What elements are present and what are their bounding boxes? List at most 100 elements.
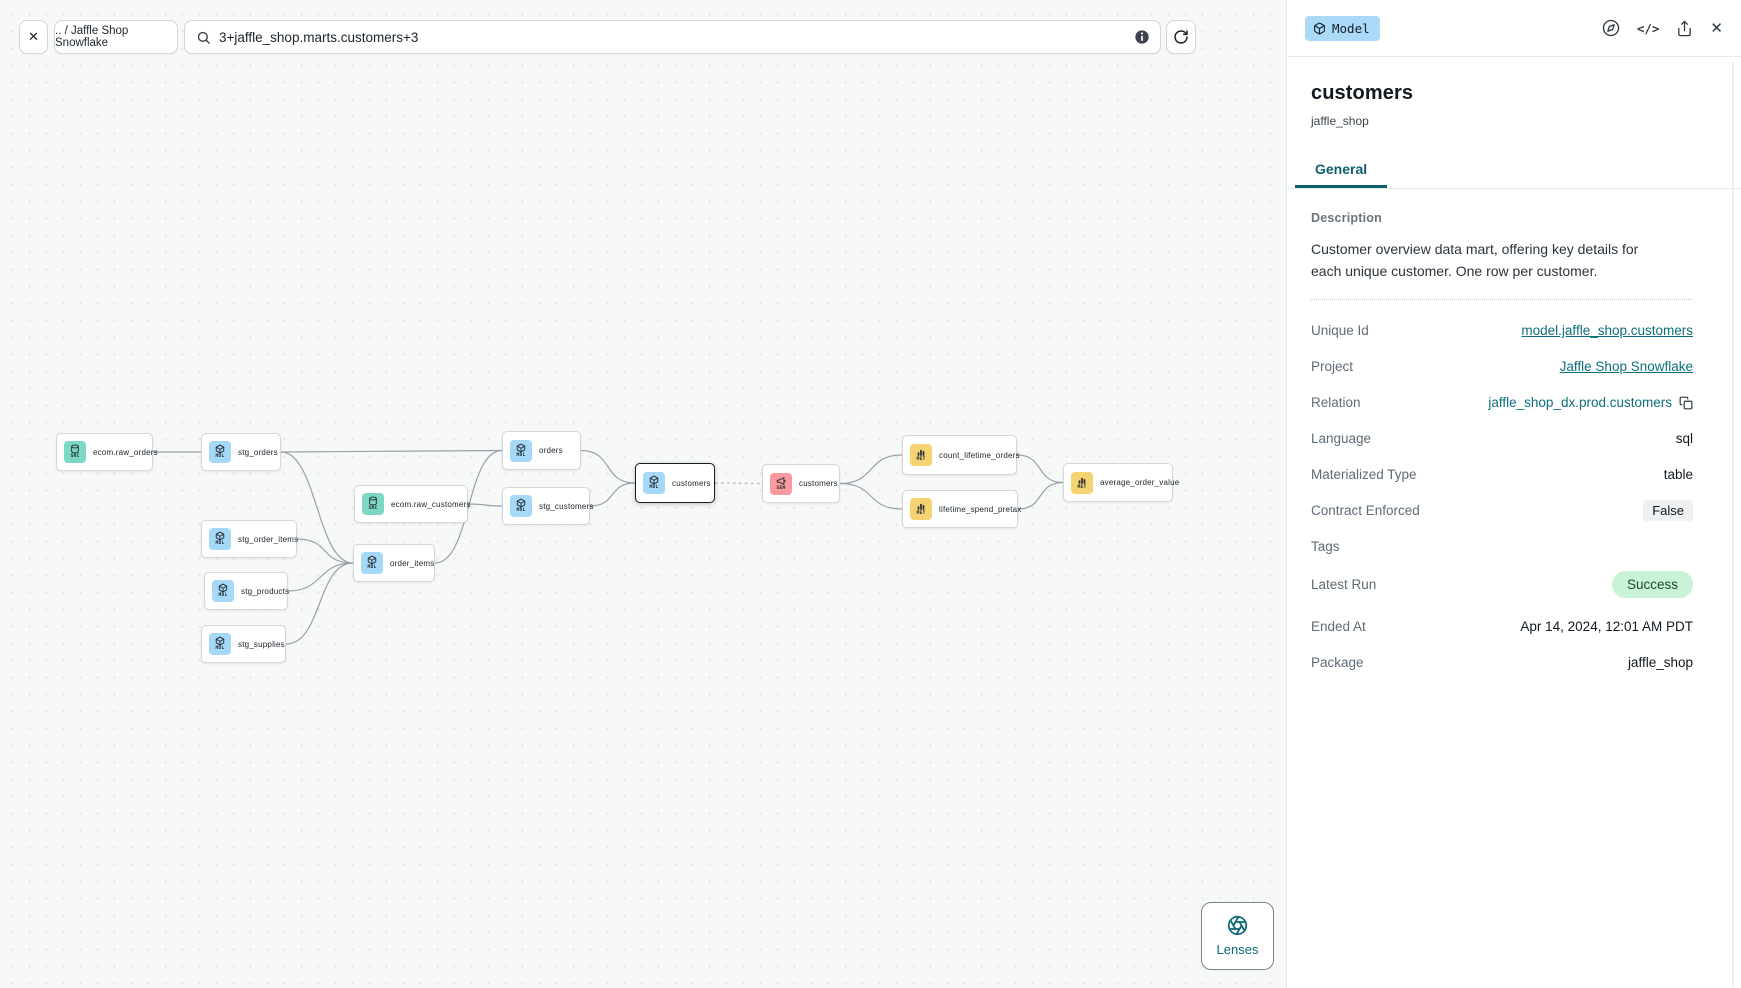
node-label: stg_orders: [238, 447, 278, 457]
detail-row-materialized: Materialized Type table: [1311, 463, 1693, 486]
node-label: customers: [672, 478, 711, 488]
database-icon: SRC: [362, 493, 384, 515]
node-label: stg_customers: [539, 501, 594, 511]
node-label: stg_order_items: [238, 534, 299, 544]
node-label: count_lifetime_orders: [939, 450, 1020, 460]
description-label: Description: [1311, 211, 1382, 225]
bar-chart-icon: MET: [910, 444, 932, 466]
node-label: stg_products: [241, 586, 290, 596]
model-subtitle: jaffle_shop: [1311, 114, 1369, 128]
unique-id-link[interactable]: model.jaffle_shop.customers: [1521, 323, 1693, 338]
package-value: jaffle_shop: [1627, 655, 1693, 670]
title-block: customers jaffle_shop: [1287, 57, 1741, 128]
panel-tabs: General: [1287, 152, 1741, 189]
project-link[interactable]: Jaffle Shop Snowflake: [1559, 359, 1693, 374]
explore-compass-icon[interactable]: [1602, 19, 1620, 37]
info-icon[interactable]: [1134, 29, 1150, 45]
latest-run-status-badge: Success: [1611, 571, 1693, 598]
graph-node-stg_order_items[interactable]: MDL stg_order_items: [201, 520, 299, 558]
lenses-aperture-icon: [1227, 915, 1248, 936]
detail-row-unique-id: Unique Id model.jaffle_shop.customers: [1311, 319, 1693, 342]
selector-search-input[interactable]: [219, 29, 1126, 45]
node-label: orders: [539, 446, 563, 455]
cube-icon: MDL: [510, 439, 532, 462]
breadcrumb[interactable]: .. / Jaffle Shop Snowflake: [54, 20, 178, 54]
megaphone-icon: SEM: [770, 472, 792, 495]
tab-general[interactable]: General: [1295, 152, 1388, 188]
detail-row-tags: Tags: [1311, 535, 1693, 558]
refresh-icon: [1174, 30, 1188, 44]
detail-row-latest-run: Latest Run Success: [1311, 571, 1693, 598]
graph-node-stg_supplies[interactable]: MDL stg_supplies: [201, 625, 286, 663]
graph-node-lifetime_spend_pretax[interactable]: MET lifetime_spend_pretax: [902, 490, 1022, 528]
resource-type-label: Model: [1332, 20, 1370, 36]
description-text: Customer overview data mart, offering ke…: [1311, 241, 1639, 279]
divider: [1311, 299, 1693, 300]
bar-chart-icon: MET: [910, 498, 932, 520]
detail-row-package: Package jaffle_shop: [1311, 651, 1693, 674]
view-code-icon[interactable]: </>: [1636, 20, 1660, 36]
detail-row-contract: Contract Enforced False: [1311, 499, 1693, 522]
refresh-button[interactable]: [1166, 20, 1196, 54]
detail-label: Unique Id: [1311, 323, 1369, 338]
graph-node-average_order_value[interactable]: MET average_order_value: [1063, 463, 1179, 502]
detail-row-relation: Relation jaffle_shop_dx.prod.customers: [1311, 391, 1693, 414]
contract-enforced-badge: False: [1643, 500, 1693, 521]
cube-icon: MDL: [209, 633, 231, 655]
close-lineage-button[interactable]: ✕: [19, 20, 48, 54]
node-label: ecom.raw_orders: [93, 447, 158, 457]
graph-node-ecom_raw_customers[interactable]: SRC ecom.raw_customers: [354, 485, 471, 523]
ended-at-value: Apr 14, 2024, 12:01 AM PDT: [1520, 619, 1693, 634]
detail-label: Latest Run: [1311, 577, 1377, 592]
graph-node-order_items[interactable]: MDL order_items: [353, 544, 435, 582]
node-label: average_order_value: [1100, 478, 1180, 487]
graph-node-orders[interactable]: MDL orders: [502, 431, 581, 470]
close-panel-icon[interactable]: ✕: [1710, 20, 1723, 37]
cube-icon: MDL: [209, 528, 231, 550]
graph-node-stg_orders[interactable]: MDL stg_orders: [201, 433, 281, 471]
cube-icon: MDL: [510, 495, 532, 517]
search-icon: [197, 31, 210, 44]
node-label: ecom.raw_customers: [391, 499, 471, 509]
cube-icon: MDL: [361, 552, 383, 574]
node-label: lifetime_spend_pretax: [939, 504, 1022, 514]
cube-icon: MDL: [209, 441, 231, 463]
relation-value: jaffle_shop_dx.prod.customers: [1488, 395, 1672, 410]
database-icon: SRC: [64, 441, 86, 463]
lineage-search-box: [184, 20, 1161, 54]
detail-label: Tags: [1311, 539, 1340, 554]
panel-actions: </> ✕: [1602, 19, 1723, 37]
lenses-button[interactable]: Lenses: [1201, 902, 1274, 970]
node-label: stg_supplies: [238, 639, 285, 649]
model-details-panel: Model </> ✕: [1287, 0, 1741, 988]
detail-row-project: Project Jaffle Shop Snowflake: [1311, 355, 1693, 378]
detail-label: Relation: [1311, 395, 1361, 410]
graph-node-ecom_raw_orders[interactable]: SRC ecom.raw_orders: [56, 433, 158, 471]
graph-node-stg_customers[interactable]: MDL stg_customers: [502, 487, 593, 525]
detail-row-ended-at: Ended At Apr 14, 2024, 12:01 AM PDT: [1311, 615, 1693, 638]
bar-chart-icon: MET: [1071, 471, 1093, 494]
share-icon[interactable]: [1676, 20, 1693, 37]
copy-icon[interactable]: [1679, 396, 1693, 410]
panel-body: Description Customer overview data mart,…: [1287, 189, 1741, 707]
panel-scrollbar[interactable]: [1732, 62, 1734, 986]
detail-label: Contract Enforced: [1311, 503, 1420, 518]
node-label: order_items: [390, 558, 435, 568]
graph-node-customers[interactable]: MDL customers: [635, 463, 715, 503]
model-cube-icon: [1314, 22, 1325, 35]
detail-label: Project: [1311, 359, 1354, 374]
language-value: sql: [1675, 431, 1693, 446]
lenses-label: Lenses: [1216, 942, 1259, 957]
graph-node-count_lifetime_orders[interactable]: MET count_lifetime_orders: [902, 435, 1020, 475]
detail-label: Ended At: [1311, 619, 1366, 634]
materialized-type-value: table: [1663, 467, 1693, 482]
cube-icon: MDL: [643, 472, 665, 494]
detail-label: Package: [1311, 655, 1364, 670]
resource-type-badge: Model: [1305, 15, 1380, 41]
detail-label: Language: [1311, 431, 1372, 446]
model-title: customers: [1311, 82, 1414, 104]
